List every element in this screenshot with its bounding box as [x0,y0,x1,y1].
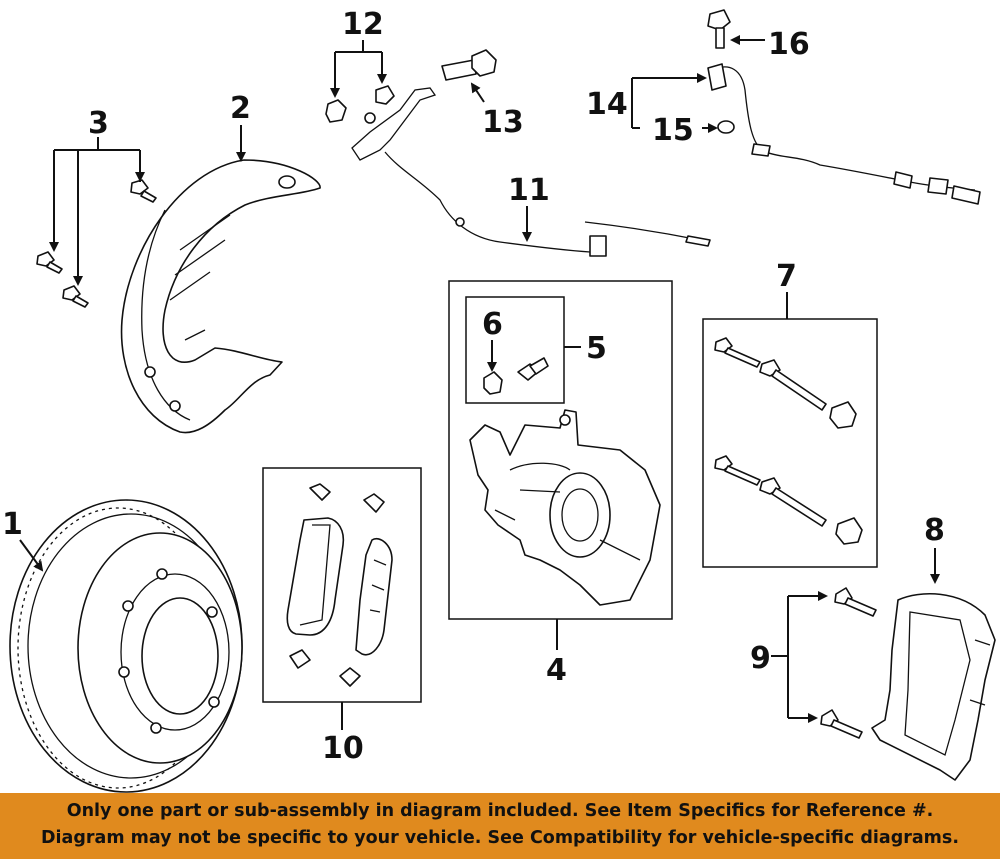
callout-4: 4 [546,653,567,688]
disclaimer-line-2: Diagram may not be specific to your vehi… [41,828,959,848]
callout-11: 11 [508,173,550,208]
callout-3: 3 [88,106,109,141]
hose-clip-and-washer [325,85,395,123]
disclaimer-banner: Only one part or sub-assembly in diagram… [0,793,1000,859]
callout-6: 6 [482,307,503,342]
callout-2: 2 [230,91,251,126]
callout-5: 5 [586,331,607,366]
brake-caliper [469,409,661,606]
caliper-bleeder [483,357,549,395]
dust-shield [120,159,321,434]
caliper-pin-box [465,296,565,404]
callout-14: 14 [586,87,628,122]
callout-13: 13 [482,105,524,140]
brake-hose [351,87,711,257]
banjo-bolt [441,49,497,81]
brake-parts-diagram: 1 2 3 4 5 6 7 8 9 10 11 12 13 14 15 16 [2,7,996,793]
sensor-bolt [707,9,731,49]
brake-pad-box [262,467,422,703]
callout-9: 9 [750,641,771,676]
disclaimer-line-1: Only one part or sub-assembly in diagram… [66,801,934,821]
sensor-washer [717,120,735,134]
abs-sensor [707,63,981,205]
callout-10: 10 [322,731,364,766]
callout-8: 8 [924,513,945,548]
callout-12: 12 [342,7,384,42]
brake-rotor [9,499,243,793]
guide-pins [714,337,863,545]
leader-lines [19,35,940,730]
callout-1: 1 [2,507,23,542]
shield-bolts [36,179,157,308]
bracket-bolts [820,587,877,739]
guide-pin-box [702,318,878,568]
callout-16: 16 [768,27,810,62]
callout-7: 7 [776,259,797,294]
caliper-group-box [448,280,673,620]
brake-pads [286,483,393,687]
caliper-bracket [871,592,996,781]
callout-15: 15 [652,113,694,148]
